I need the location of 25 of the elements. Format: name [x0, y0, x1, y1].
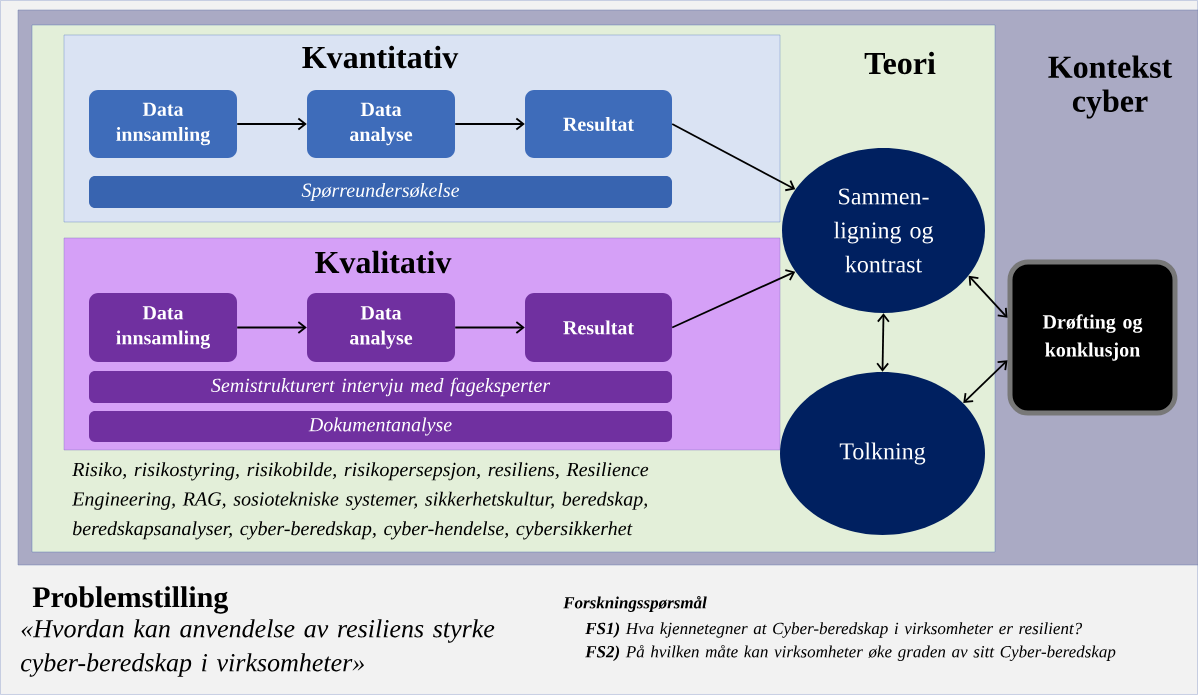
heading: Problemstilling [32, 586, 229, 614]
process-box: Data innsamling [89, 293, 237, 362]
arrow [236, 117, 307, 131]
process-box: Data analyse [307, 90, 455, 158]
subheading: Forskningsspørsmål [563, 596, 707, 612]
arrow [963, 360, 1008, 404]
research-question: FS2) På hvilken måte kan virksomheter øke graden av sitt Cyber-beredskap [585, 645, 1116, 661]
arrow [454, 321, 525, 334]
conclusion-box: Drøfting og konklusjon [1007, 259, 1178, 416]
arrow [454, 117, 525, 131]
process-box: Data innsamling [89, 90, 237, 158]
method-bar: Semistrukturert intervju med fageksperter [89, 371, 672, 403]
process-box: Data analyse [307, 293, 455, 362]
arrow [236, 321, 307, 334]
arrow [968, 275, 1008, 318]
process-box: Resultat [525, 293, 672, 362]
arrow [876, 313, 890, 372]
research-question: FS1) Hva kjennetegner at Cyber-beredskap i virksomheter er resilient? [585, 622, 1083, 638]
arrow [671, 269, 796, 329]
keyword-list: Risiko, risikostyring, risikobilde, risikopersepsjon, resiliens, Resilience Engineering, RAG, sosiotekniske systemer, sikkerhetskultur, beredskap, beredskapsanalyser, cyber-beredskap, cyber-hendelse, cybersikkerhet [72, 462, 649, 540]
method-bar: Spørreundersøkelse [89, 176, 672, 208]
method-bar: Dokumentanalyse [89, 411, 672, 442]
arrow [671, 123, 796, 192]
process-box: Resultat [525, 90, 672, 158]
problem-statement: «Hvordan kan anvendelse av resiliens styrke cyber-beredskap i virksomheter» [21, 619, 495, 677]
